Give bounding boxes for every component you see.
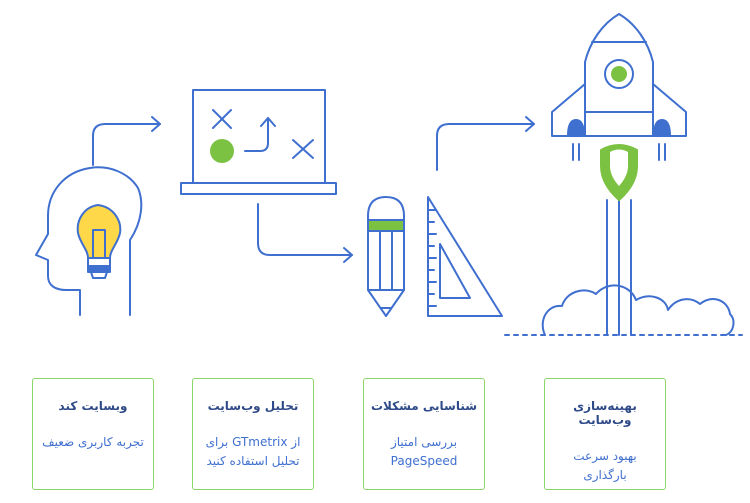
- flow-arrow: [92, 116, 161, 166]
- step-card-identify-issues: شناسایی مشکلات بررسی امتیاز PageSpeed: [363, 378, 485, 490]
- step-card-website-optimization: بهینه‌سازی وب‌سایت بهبود سرعت بارگذاری: [544, 378, 666, 490]
- step-title: بهینه‌سازی وب‌سایت: [573, 399, 637, 427]
- step-description: از GTmetrix برای تحلیل استفاده کنید: [205, 435, 301, 468]
- step-description: بهبود سرعت بارگذاری: [573, 449, 637, 482]
- cloud-icon: [504, 284, 743, 336]
- rocket-trail: [606, 199, 632, 336]
- flow-arrow: [257, 203, 353, 263]
- step-title: وبسایت کند: [58, 399, 128, 413]
- flow-arrow: [436, 116, 535, 171]
- step-card-slow-website: وبسایت کند تجربه کاربری ضعیف: [32, 378, 154, 490]
- rocket-icon: [551, 13, 687, 201]
- step-title: شناسایی مشکلات: [370, 399, 478, 413]
- board-with-strategy-icon: [180, 89, 337, 195]
- pencil-icon: [367, 196, 405, 317]
- head-with-lightbulb-icon: [35, 166, 143, 316]
- step-description: تجربه کاربری ضعیف: [42, 435, 144, 449]
- step-description: بررسی امتیاز PageSpeed: [390, 435, 458, 468]
- step-title: تحلیل وب‌سایت: [207, 399, 299, 413]
- step-card-website-analysis: تحلیل وب‌سایت از GTmetrix برای تحلیل است…: [192, 378, 314, 490]
- set-square-icon: [427, 196, 503, 317]
